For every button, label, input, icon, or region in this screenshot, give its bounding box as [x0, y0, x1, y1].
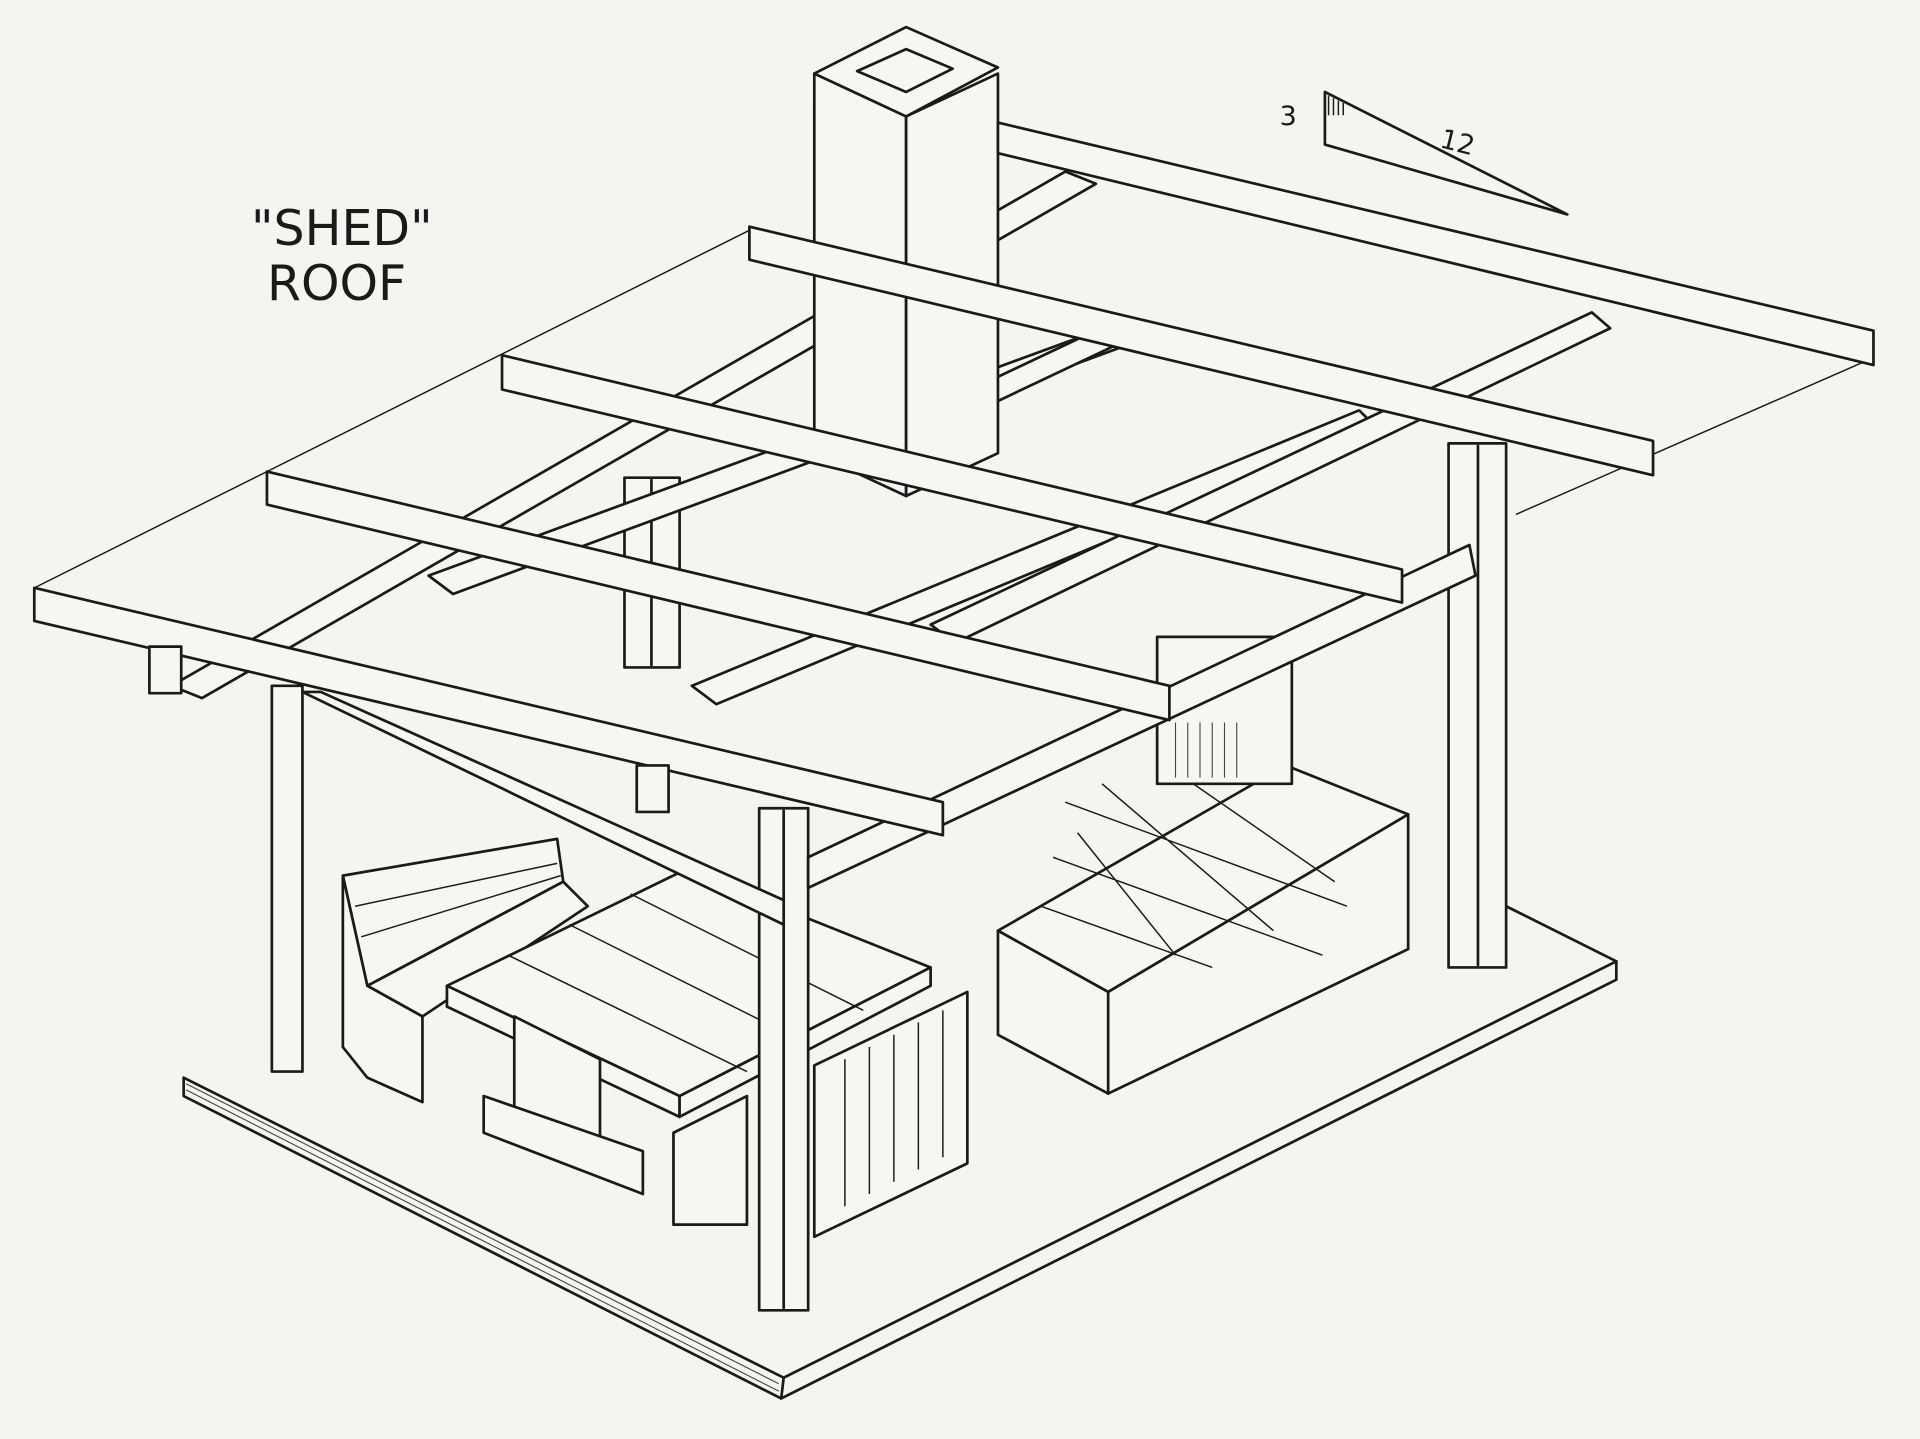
title-line-2: ROOF: [267, 255, 406, 312]
pitch-run-label: 12: [1437, 124, 1478, 162]
title-line-1: "SHED": [251, 200, 433, 257]
roof-type-label: "SHED" ROOF: [251, 200, 433, 312]
floor-slab: [182, 904, 1618, 1400]
post-left: [270, 684, 304, 1073]
fireplace: [996, 635, 1410, 1095]
bench: [341, 837, 590, 1104]
brace: [301, 543, 1477, 926]
roof-plane-outline: [33, 229, 1874, 589]
beams: [32, 121, 1875, 837]
pitch-symbol: 3 12: [1280, 90, 1569, 216]
pitch-rise-label: 3: [1280, 101, 1297, 132]
front-bench: [672, 990, 969, 1239]
posts: [270, 442, 1508, 1312]
